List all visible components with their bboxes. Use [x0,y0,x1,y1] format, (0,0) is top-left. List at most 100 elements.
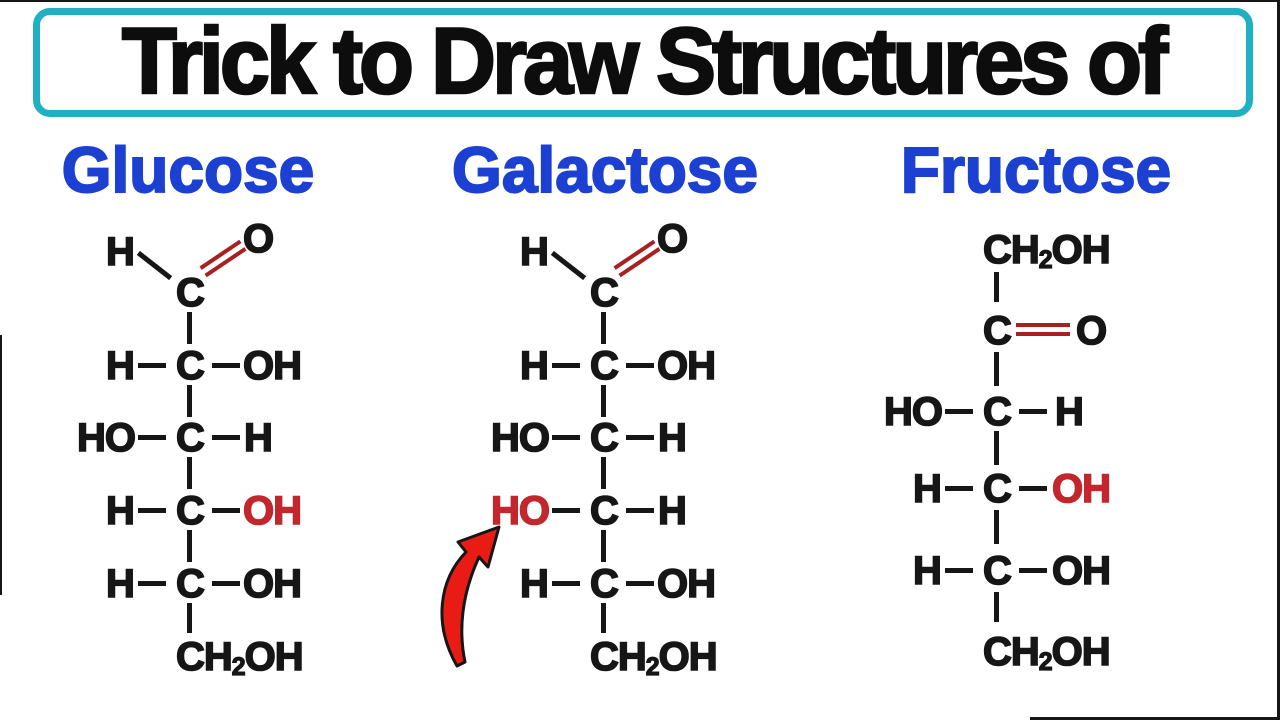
single-bond [994,352,999,386]
single-bond [552,508,580,513]
double-bond-co [199,239,247,278]
atom-c: C [589,271,619,315]
single-bond [994,592,999,622]
atom-c: C [175,489,205,533]
ch-text: CH [589,635,647,679]
atom-h: H [105,230,135,274]
galactose-label: Galactose [451,133,759,207]
atom-h: H [519,344,549,388]
single-bond [187,385,192,417]
atom-oh-highlighted: OH [242,489,303,533]
single-bond [601,385,606,417]
single-bond [626,435,654,440]
subscript-2: 2 [1038,247,1053,275]
single-bond [1019,409,1047,414]
single-bond [945,409,973,414]
frame-edge-top [0,0,1280,2]
single-bond [994,510,999,544]
double-bond-co [613,239,661,278]
atom-oh-highlighted: OH [1051,467,1112,511]
atom-c: C [982,309,1012,353]
atom-c: C [589,489,619,533]
single-bond [187,603,192,633]
single-bond [552,435,580,440]
single-bond [187,530,192,562]
ch-text: CH [982,630,1040,674]
double-bond-co [1016,323,1070,336]
oh-text: OH [658,635,719,679]
single-bond [1019,486,1047,491]
ch2oh-group: CH2OH [982,228,1112,274]
single-bond [212,581,240,586]
atom-o: O [242,217,275,261]
single-bond [136,250,173,281]
atom-h: H [105,489,135,533]
glucose-label: Glucose [61,133,316,207]
atom-c: C [589,344,619,388]
ch-text: CH [982,228,1040,272]
atom-c: C [589,416,619,460]
frame-edge-bottom [1030,717,1280,720]
atom-ho: HO [490,416,551,460]
atom-h: H [657,489,687,533]
frame-edge-left [0,335,2,595]
single-bond [601,312,606,344]
atom-oh: OH [242,344,303,388]
atom-c: C [175,562,205,606]
atom-h: H [105,562,135,606]
single-bond [550,250,587,281]
single-bond [994,431,999,465]
frame-edge-right [1277,0,1280,720]
single-bond [945,568,973,573]
single-bond [212,363,240,368]
atom-oh: OH [1051,549,1112,593]
atom-oh: OH [242,562,303,606]
atom-h: H [243,416,273,460]
subscript-2: 2 [645,654,660,682]
atom-c: C [175,271,205,315]
atom-ho-highlighted: HO [490,489,551,533]
single-bond [552,363,580,368]
atom-h: H [657,416,687,460]
single-bond [212,508,240,513]
single-bond [187,312,192,344]
oh-text: OH [244,635,305,679]
atom-oh: OH [656,562,717,606]
atom-h: H [519,230,549,274]
atom-h: H [105,344,135,388]
single-bond [1019,568,1047,573]
ch2oh-group: CH2OH [982,630,1112,676]
single-bond [626,508,654,513]
atom-h: H [912,467,942,511]
single-bond [601,457,606,489]
single-bond [994,272,999,302]
ch2oh-group: CH2OH [175,635,305,681]
subscript-2: 2 [1038,649,1053,677]
atom-c: C [982,549,1012,593]
red-curved-arrow-icon [440,525,501,668]
atom-ho: HO [76,416,137,460]
single-bond [212,435,240,440]
single-bond [626,581,654,586]
page-title: Trick to Draw Structures of [121,9,1170,116]
atom-c: C [982,467,1012,511]
single-bond [601,603,606,633]
atom-oh: OH [656,344,717,388]
single-bond [945,486,973,491]
atom-ho: HO [883,390,944,434]
single-bond [138,581,166,586]
single-bond [187,457,192,489]
oh-text: OH [1051,630,1112,674]
atom-c: C [175,416,205,460]
ch-text: CH [175,635,233,679]
ch2oh-group: CH2OH [589,635,719,681]
title-box: Trick to Draw Structures of [33,8,1253,117]
atom-o: O [656,217,689,261]
oh-text: OH [1051,228,1112,272]
atom-h: H [1054,390,1084,434]
subscript-2: 2 [231,654,246,682]
atom-c: C [982,390,1012,434]
single-bond [552,581,580,586]
atom-h: H [912,549,942,593]
